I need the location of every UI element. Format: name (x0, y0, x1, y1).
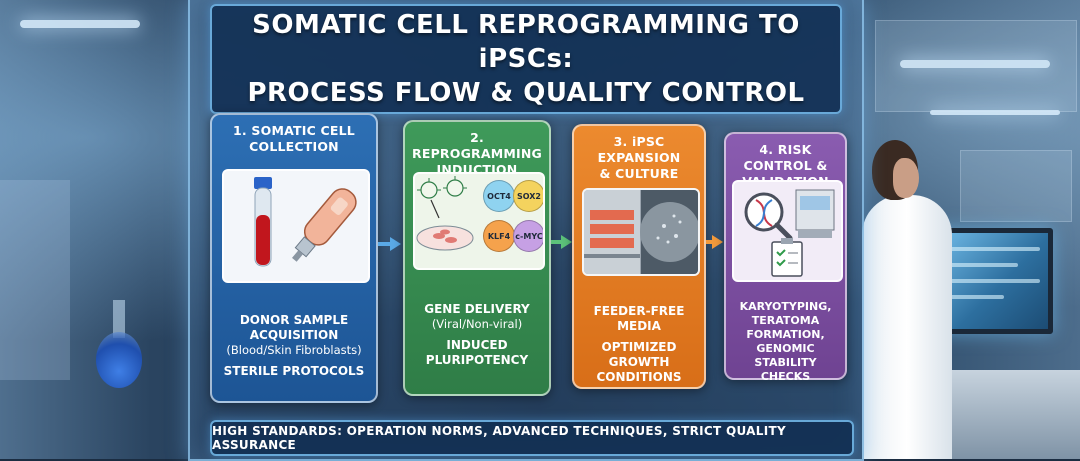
description-line: INDUCED (446, 338, 508, 352)
blood-tube-icon (254, 177, 357, 267)
footer-text: HIGH STANDARDS: OPERATION NORMS, ADVANCE… (212, 424, 786, 452)
description-line: (Blood/Skin Fibroblasts) (226, 343, 362, 357)
scientist-figure (862, 195, 952, 459)
footer-banner: HIGH STANDARDS: OPERATION NORMS, ADVANCE… (210, 420, 854, 456)
step-description: KARYOTYPING, TERATOMA FORMATION, GENOMIC… (728, 300, 843, 384)
magnifier-dna-icon (744, 189, 835, 277)
step-card-induction: 2. REPROGRAMMING INDUCTION OCT4 SOX2 KLF… (403, 120, 551, 396)
description-line: TERATOMA FORMATION, (746, 314, 825, 341)
lab-cabinet (875, 20, 1077, 112)
lab-monitor (935, 228, 1053, 334)
step-description: DONOR SAMPLE ACQUISITION (Blood/Skin Fib… (218, 313, 370, 379)
step-card-collection: 1. SOMATIC CELL COLLECTION DONOR SAMPLE … (210, 113, 378, 403)
description-line: (Viral/Non-viral) (431, 317, 523, 331)
factor-badge: c-MYC (513, 220, 543, 252)
description-line: GENE DELIVERY (424, 302, 530, 316)
flow-arrow-stem (378, 242, 392, 246)
step-description: GENE DELIVERY (Viral/Non-viral) INDUCED … (411, 302, 543, 368)
incubator-flask-icon (584, 190, 698, 274)
lab-cabinet (960, 150, 1072, 222)
factor-badge: OCT4 (483, 180, 515, 212)
flask-illustration (96, 300, 142, 388)
virus-dish-icon (416, 176, 474, 251)
flow-arrow-icon (712, 235, 723, 249)
description-line: GENOMIC STABILITY (754, 342, 817, 369)
step-description: FEEDER-FREE MEDIA OPTIMIZED GROWTH CONDI… (580, 304, 698, 385)
step-title: 2. REPROGRAMMING INDUCTION (412, 130, 542, 177)
step-card-expansion: 3. iPSC EXPANSION & CULTURE FEEDER-FREE … (572, 124, 706, 389)
collection-illustration (222, 169, 370, 283)
description-line: KARYOTYPING, (739, 300, 832, 313)
step-title: 3. iPSC EXPANSION & CULTURE (597, 134, 681, 181)
flow-arrow-stem (706, 240, 714, 244)
description-line: OPTIMIZED GROWTH (601, 340, 677, 369)
flow-arrow-stem (551, 240, 563, 244)
step-title: 1. SOMATIC CELL COLLECTION (233, 123, 355, 154)
title-line-1: SOMATIC CELL REPROGRAMMING TO iPSCs: (252, 10, 800, 74)
step-card-validation: 4. RISK CONTROL & VALIDATION KARYOTYPING… (724, 132, 847, 383)
culture-illustration (582, 188, 700, 276)
factor-badge: SOX2 (513, 180, 543, 212)
description-line: FEEDER-FREE MEDIA (593, 304, 685, 333)
description-line: PLURIPOTENCY (425, 353, 529, 367)
description-line: CHECKS (760, 370, 811, 383)
description-line: ACQUISITION (249, 328, 339, 342)
validation-illustration (732, 180, 843, 282)
scientist-face (893, 158, 919, 198)
flow-arrow-icon (561, 235, 572, 249)
factor-badge: KLF4 (483, 220, 515, 252)
flow-arrow-icon (390, 237, 401, 251)
description-line: CONDITIONS (596, 370, 682, 384)
description-line: DONOR SAMPLE (239, 313, 349, 327)
ceiling-light (900, 60, 1050, 68)
ceiling-light (930, 110, 1060, 115)
ceiling-light (20, 20, 140, 28)
title-banner: SOMATIC CELL REPROGRAMMING TO iPSCs: PRO… (210, 4, 842, 114)
induction-illustration: OCT4 SOX2 KLF4 c-MYC (413, 172, 545, 270)
title-line-2: PROCESS FLOW & QUALITY CONTROL (247, 78, 805, 108)
description-line: STERILE PROTOCOLS (223, 364, 365, 378)
lab-rack (0, 180, 70, 380)
